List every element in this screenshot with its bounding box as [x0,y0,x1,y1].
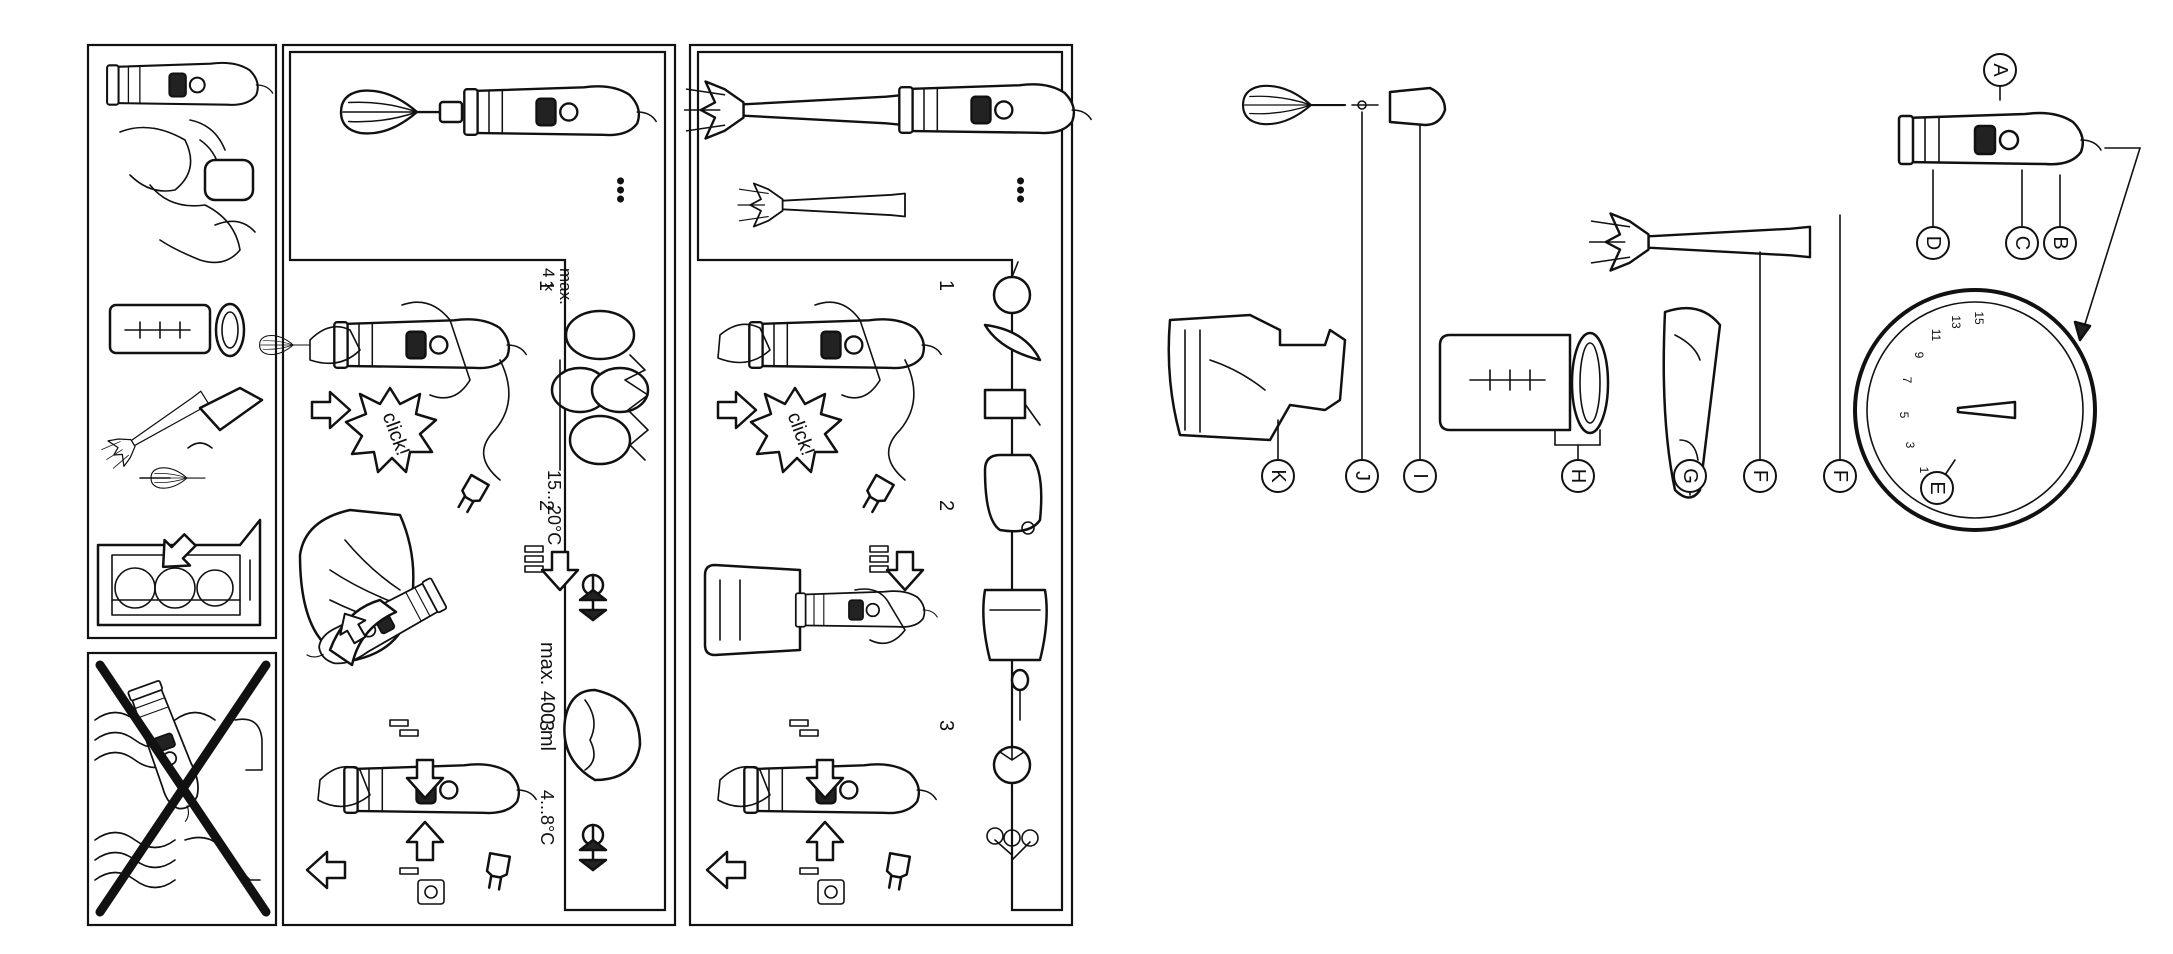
egg-bowl-icon [552,311,648,470]
dial-number-15: 15 [1972,311,1986,325]
part-label-a: A [1984,54,2016,100]
dial-number-13: 13 [1949,315,1963,329]
svg-text:B: B [2049,236,2071,249]
whisk-max-value: 4 × [539,268,558,292]
svg-text:I: I [1409,473,1431,479]
blender-dots: ••• [1006,176,1036,203]
svg-text:A: A [1989,63,2011,77]
svg-text:F: F [1829,470,1851,482]
dial-number-11: 11 [1929,329,1943,342]
part-label-g: G [1674,460,1706,492]
svg-text:K: K [1267,469,1289,483]
part-label-k: K [1262,460,1294,492]
whisk-dots: ••• [606,176,636,203]
blender-step-1-number: 1 [935,280,957,291]
part-label-h: H [1562,460,1594,492]
blender-step-3-number: 3 [935,720,957,731]
cloth-cleaning-icon [107,63,273,263]
dial-number-5: 5 [1897,412,1911,419]
hand-blender-icon [310,302,526,398]
whisk-insert-arrow [312,392,350,428]
whisk-temp-cream: 4...8°C [537,790,557,845]
svg-text:H: H [1567,469,1589,483]
whisk-max-volume: max. 400 ml [536,642,558,751]
panel-whisk: ••• 1 click! max. 4 × 15...20°C 2 [260,45,675,925]
svg-text:C: C [2011,236,2033,250]
temperature-icon [580,575,606,620]
svg-text:F: F [1749,470,1771,482]
dishwasher-icon [98,520,260,625]
dial-icon: 15 13 11 9 7 5 3 1 [1855,290,2095,530]
svg-text:D: D [1922,236,1944,250]
svg-text:J: J [1351,471,1373,481]
part-label-f-shaft: F [1824,460,1856,492]
svg-text:G: G [1679,468,1701,484]
panel-blender: ••• 1 click! [685,45,1092,925]
cream-dish-icon [564,690,640,780]
whisk-step-3-number: 3 [535,720,557,731]
part-label-j: J [1346,460,1378,492]
whisk-step-2-number: 2 [535,500,557,511]
dial-number-3: 3 [1903,442,1917,449]
plug-icon [454,475,488,514]
chopper-icon [1169,315,1345,440]
parts-diagram: 15 13 11 9 7 5 3 1 [1169,54,2140,530]
tomato-icon [994,745,1030,783]
dish-icon [985,455,1041,534]
part-label-c: C [2006,170,2038,259]
dial-number-9: 9 [1912,352,1926,359]
panel-cleaning [88,45,276,638]
whisk-bowl-scene [300,510,448,678]
blender-step-2-number: 2 [935,500,957,511]
part-label-f-blade: F [1744,460,1776,492]
dial-number-1: 1 [1917,467,1931,474]
no-water-immersion-icon [88,653,276,925]
onion-icon [985,262,1040,360]
plate-spoon-icon [983,590,1046,720]
whisk-icon [341,86,656,135]
part-label-b: B [2044,175,2076,259]
dial-number-7: 7 [1900,377,1914,384]
part-label-i: I [1404,460,1436,492]
part-label-d: D [1917,170,1949,259]
svg-text:E: E [1926,481,1948,494]
beaker-icon [110,304,244,356]
